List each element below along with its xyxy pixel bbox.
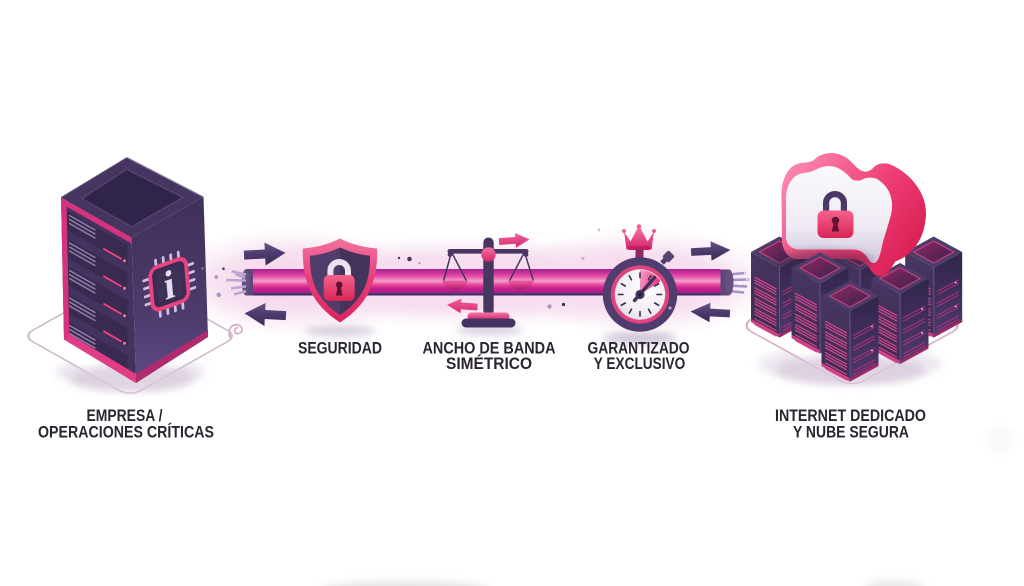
svg-text:ANCHO DE BANDA: ANCHO DE BANDA <box>423 339 556 358</box>
svg-text:GARANTIZADO: GARANTIZADO <box>588 339 690 358</box>
svg-text:EMPRESA /: EMPRESA / <box>87 406 163 425</box>
svg-text:Y NUBE SEGURA: Y NUBE SEGURA <box>793 423 909 442</box>
svg-text:OPERACIONES CRÍTICAS: OPERACIONES CRÍTICAS <box>38 423 214 442</box>
svg-text:Y EXCLUSIVO: Y EXCLUSIVO <box>594 354 686 373</box>
svg-text:SEGURIDAD: SEGURIDAD <box>298 339 382 358</box>
svg-text:SIMÉTRICO: SIMÉTRICO <box>446 354 532 373</box>
svg-text:i: i <box>162 260 176 309</box>
svg-text:INTERNET DEDICADO: INTERNET DEDICADO <box>775 406 926 425</box>
